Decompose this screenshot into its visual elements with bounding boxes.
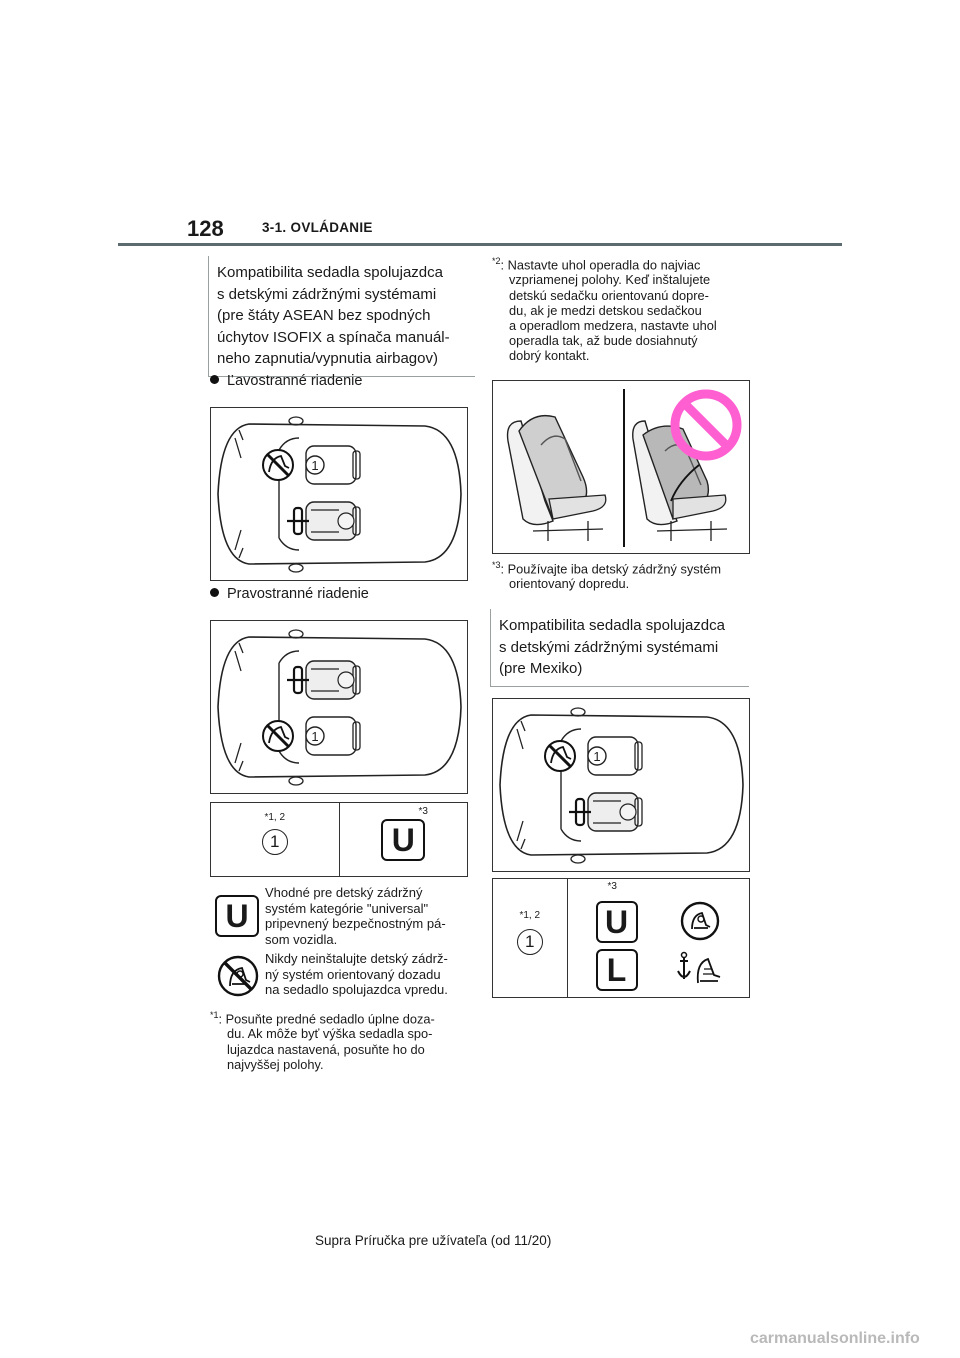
legend-line: na sedadlo spolujazdca vpredu. [265, 982, 448, 997]
legend-line: systém kategórie "universal" [265, 900, 429, 916]
l-icon: L [595, 949, 638, 991]
seat-number: 1 [516, 929, 543, 955]
bullet-dot [210, 375, 219, 384]
left-heading: Kompatibilita sedadla spolujazdca s dets… [208, 256, 475, 377]
page-number: 128 [187, 216, 224, 241]
note-3: *3: Používajte iba detský zádržný systém… [492, 558, 757, 592]
seat-number-badge: 1 [494, 929, 566, 955]
u-icon-letter: U [381, 819, 426, 861]
svg-text:1: 1 [593, 749, 600, 764]
rhd-car-diagram: 1 [210, 620, 468, 794]
svg-text:1: 1 [311, 458, 318, 473]
bullet-rhd-label: Pravostranné riadenie [227, 586, 369, 602]
note-line: najvyššej polohy. [227, 1056, 324, 1072]
left-table-cell-1: *1, 2 1 [210, 802, 340, 877]
note-line: du, ak je medzi detskou sedačkou [509, 302, 702, 318]
right-heading: Kompatibilita sedadla spolujazdca s dets… [490, 609, 749, 687]
car-topview-lhd: 1 [217, 416, 462, 573]
seat-number-badge: 1 [212, 829, 338, 855]
seat-angle-illustration [492, 380, 750, 554]
right-compat-table: *1, 2 1 *3 U L [492, 878, 751, 998]
note-line: detskú sedačku orientovanú dopre- [509, 287, 709, 303]
legend-u-icon: U [215, 895, 259, 937]
cell-note-marker: *3 [418, 806, 428, 817]
heading-line: (pre štáty ASEAN bez spodných [217, 307, 431, 324]
right-table-cell-1: *1, 2 1 [492, 878, 568, 998]
left-table-cell-2: *3 U [338, 802, 468, 877]
legend-line: ný systém orientovaný dozadu [265, 966, 441, 982]
header-rule [118, 243, 842, 246]
lhd-car-diagram: 1 [210, 407, 468, 581]
note-line: operadla tak, až bude dosiahnutý [509, 333, 698, 349]
bullet-lhd-label: Ľavostranné riadenie [227, 373, 363, 389]
heading-line: neho zapnutia/vypnutia airbagov) [217, 350, 438, 367]
note-1: *1: Posuňte predné sedadlo úplne doza- d… [210, 1008, 480, 1072]
note-line: vzpriamenej polohy. Keď inštalujete [509, 272, 711, 288]
car-topview-mexico: 1 [499, 707, 744, 864]
note-2: *2: Nastavte uhol operadla do najviac vz… [492, 254, 757, 364]
no-rear-facing-icon [216, 954, 260, 1003]
legend-rear-facing-text: Nikdy neinštalujte detský zádrž- ný syst… [265, 951, 470, 998]
note-line: a operadlom medzera, nastavte uhol [509, 318, 717, 334]
note-line: : Používajte iba detský zádržný systém [500, 561, 721, 577]
car-topview-rhd: 1 [217, 629, 462, 786]
note-line: : Posuňte predné sedadlo úplne doza- [218, 1011, 435, 1027]
cell-note-marker: *1, 2 [264, 812, 286, 823]
note-marker: *1 [210, 1010, 219, 1020]
legend-line: Vhodné pre detský zádržný [265, 885, 423, 900]
bullet-rhd: Pravostranné riadenie [210, 586, 369, 602]
legend-line: som vozidla. [265, 931, 338, 947]
heading-line: Kompatibilita sedadla spolujazdca [499, 617, 725, 634]
note-line: lujazdca nastavená, posuňte ho do [227, 1041, 425, 1057]
legend-line: pripevnený bezpečnostným pá- [265, 916, 446, 931]
heading-line: s detskými zádržnými systémami [499, 638, 719, 656]
seat-number: 1 [261, 829, 288, 855]
note-line: orientovaný dopredu. [509, 576, 630, 592]
cell-note-marker: *3 [607, 881, 617, 892]
heading-line: s detskými zádržnými systémami [217, 285, 437, 303]
note-marker: *3 [492, 560, 501, 570]
svg-text:1: 1 [311, 729, 318, 744]
heading-line: (pre Mexiko) [499, 660, 583, 677]
note-line: du. Ak môže byť výška sedadla spo- [227, 1026, 433, 1042]
heading-line: úchytov ISOFIX a spínača manuál- [217, 328, 450, 346]
u-icon: U [595, 901, 638, 943]
note-line: : Nastavte uhol operadla do najviac [500, 257, 701, 273]
isofix-anchor-icon [676, 949, 724, 994]
u-icon: U [341, 819, 467, 861]
left-compat-table: *1, 2 1 *3 U [210, 802, 468, 877]
cell-note-marker: *1, 2 [519, 910, 541, 921]
note-marker: *2 [492, 256, 501, 266]
right-table-cell-2: *3 U L [566, 878, 751, 998]
mexico-car-diagram: 1 [492, 698, 750, 872]
footer-text: Supra Príručka pre užívateľa (od 11/20) [315, 1233, 552, 1248]
section-title: 3-1. OVLÁDANIE [262, 220, 373, 235]
legend-line: Nikdy neinštalujte detský zádrž- [265, 951, 448, 966]
note-line: dobrý kontakt. [509, 348, 590, 364]
bullet-dot [210, 588, 219, 597]
seat-angle-svg [506, 389, 742, 547]
child-seat-icon [680, 901, 720, 946]
watermark: carmanualsonline.info [750, 1330, 920, 1347]
heading-line: Kompatibilita sedadla spolujazdca [217, 264, 443, 281]
legend-u-text: Vhodné pre detský zádržný systém kategór… [265, 885, 470, 947]
bullet-lhd: Ľavostranné riadenie [210, 373, 362, 389]
